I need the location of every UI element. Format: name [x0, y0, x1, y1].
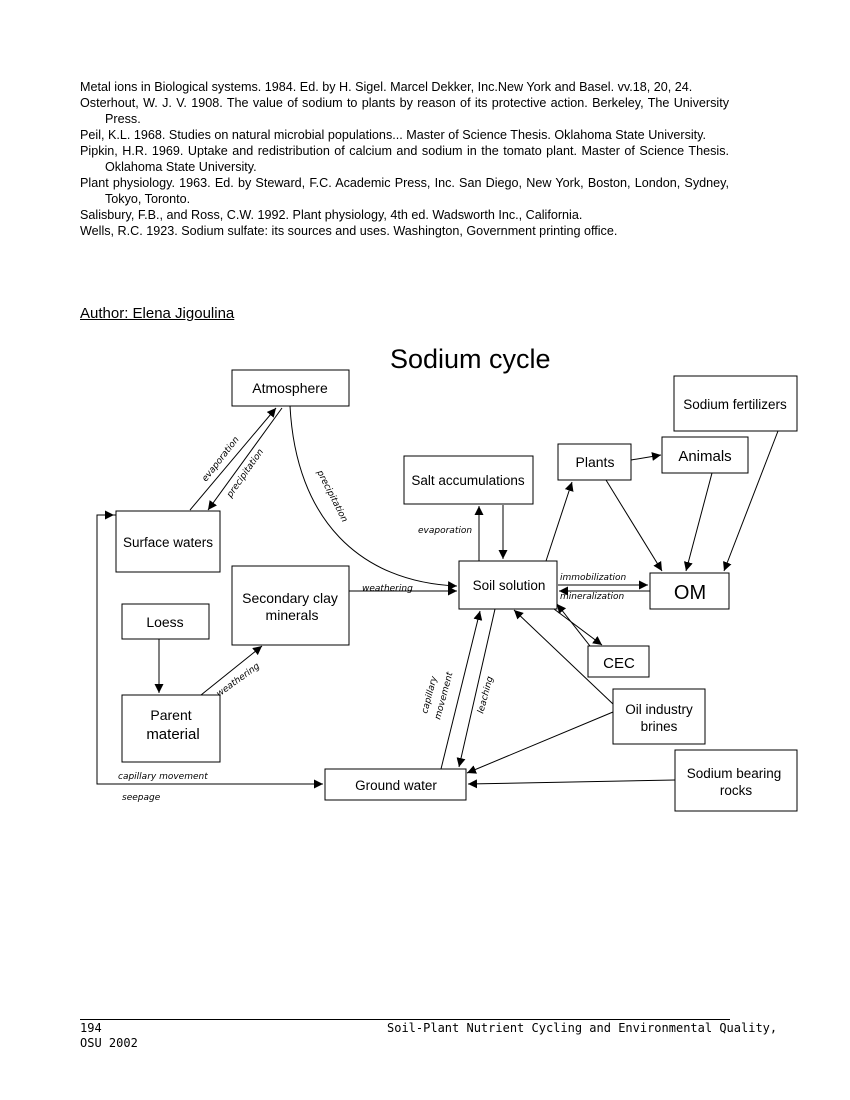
- footer-rule: [80, 1019, 730, 1020]
- evaporation-label: evaporation: [200, 435, 241, 484]
- arrow-soil-to-cec: [553, 608, 603, 646]
- reference-entry: Plant physiology. 1963. Ed. by Steward, …: [80, 176, 729, 206]
- oil-brines-label-line1: Oil industry: [625, 702, 693, 717]
- weathering-label: weathering: [215, 661, 262, 699]
- diagram-title: Sodium cycle: [390, 344, 551, 374]
- cec-box: [587, 645, 650, 678]
- ground-water-label: Ground water: [355, 778, 437, 793]
- arrow-plants-to-om: [605, 479, 663, 572]
- reference-entry: Metal ions in Biological systems. 1984. …: [80, 80, 693, 94]
- sodium-rocks-label-line2: rocks: [720, 783, 753, 798]
- footer-org-year: OSU 2002: [80, 1036, 138, 1050]
- sodium-fertilizers-label: Sodium fertilizers: [683, 397, 787, 412]
- reference-entry: Pipkin, H.R. 1969. Uptake and redistribu…: [80, 144, 729, 174]
- seepage-label: seepage: [122, 793, 161, 803]
- surface-waters-label: Surface waters: [123, 535, 213, 550]
- arrow-brines-to-soil: [513, 609, 614, 705]
- arrow-soil-to-groundwater: [456, 608, 496, 768]
- soil-solution-box: [458, 560, 558, 610]
- cec-label: CEC: [603, 655, 635, 672]
- parent-material-box: [121, 694, 221, 763]
- oil-brines-box: [612, 688, 706, 745]
- arrow-plants-to-animals: [630, 452, 662, 461]
- salt-accumulations-box: [403, 455, 534, 505]
- oil-brines-label-line2: brines: [641, 719, 678, 734]
- sodium-rocks-label-line1: Sodium bearing: [687, 766, 782, 781]
- plants-box: [557, 443, 632, 481]
- atmosphere-box: [231, 369, 350, 407]
- weathering-label: weathering: [362, 584, 413, 594]
- references-list: Metal ions in Biological systems. 1984. …: [80, 79, 729, 239]
- arrow-surface-to-atmosphere: [189, 407, 277, 511]
- ground-water-box: [324, 768, 467, 801]
- arrow-fertilizers-to-om: [723, 430, 779, 572]
- footer-publication: Soil-Plant Nutrient Cycling and Environm…: [387, 1021, 778, 1035]
- loess-label: Loess: [146, 614, 183, 630]
- loess-box: [121, 603, 210, 640]
- plants-label: Plants: [576, 454, 615, 470]
- arrow-parent-to-clay: [200, 645, 263, 696]
- evaporation-label: evaporation: [418, 526, 472, 536]
- arrow-groundwater-to-soil: [440, 610, 483, 770]
- mineralization-label: mineralization: [560, 592, 625, 602]
- arrow-rocks-to-groundwater: [467, 779, 676, 789]
- footer-page-number: 194: [80, 1021, 102, 1035]
- secondary-clay-box: [231, 565, 350, 646]
- arrow-brines-to-groundwater: [466, 711, 614, 774]
- precipitation-label: precipitation: [314, 468, 349, 524]
- om-label: OM: [674, 582, 706, 604]
- salt-accumulations-label: Salt accumulations: [411, 473, 525, 488]
- arrow-atmosphere-to-surface: [207, 407, 283, 511]
- parent-material-label-line1: Parent: [150, 707, 191, 723]
- reference-entry: Salisbury, F.B., and Ross, C.W. 1992. Pl…: [80, 208, 583, 222]
- reference-entry: Wells, R.C. 1923. Sodium sulfate: its so…: [80, 224, 618, 238]
- secondary-clay-label-line2: minerals: [266, 607, 319, 623]
- sodium-fertilizers-box: [673, 375, 798, 432]
- secondary-clay-label-line1: Secondary clay: [242, 590, 338, 606]
- arrow-animals-to-om: [683, 472, 713, 572]
- leaching-label: leaching: [476, 675, 496, 715]
- precipitation-label: precipitation: [225, 447, 267, 500]
- reference-entry: Osterhout, W. J. V. 1908. The value of s…: [80, 96, 729, 126]
- soil-solution-label: Soil solution: [473, 578, 546, 593]
- parent-material-label-line2: material: [146, 726, 199, 743]
- animals-box: [661, 436, 749, 474]
- arrow-cec-to-soil: [556, 603, 591, 647]
- immobilization-label: immobilization: [560, 573, 627, 583]
- animals-label: Animals: [678, 448, 731, 465]
- arrow-soil-to-plants: [545, 481, 574, 562]
- arrow-atmosphere-to-soil: [289, 405, 458, 591]
- om-box: [649, 572, 730, 610]
- sodium-rocks-box: [674, 749, 798, 812]
- capillary-movement-label: capillary movement: [118, 772, 208, 782]
- author-line: Author: Elena Jigoulina: [80, 305, 235, 322]
- reference-entry: Peil, K.L. 1968. Studies on natural micr…: [80, 128, 707, 142]
- surface-waters-box: [115, 510, 221, 573]
- atmosphere-label: Atmosphere: [252, 380, 328, 396]
